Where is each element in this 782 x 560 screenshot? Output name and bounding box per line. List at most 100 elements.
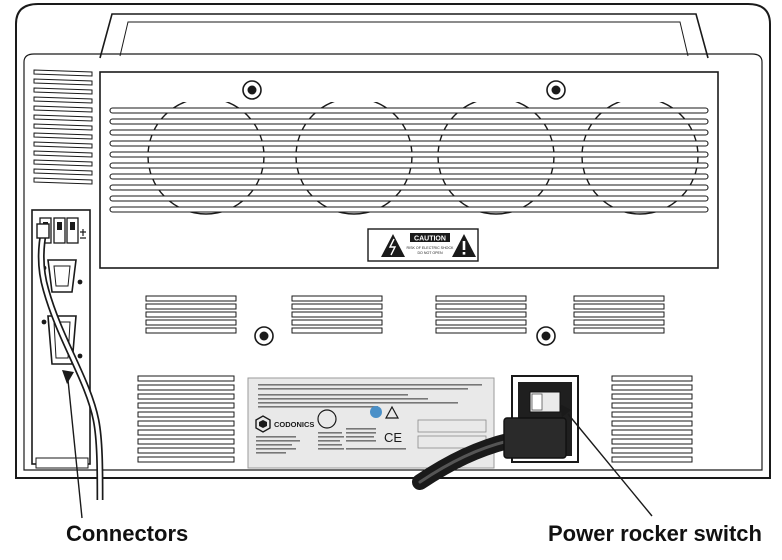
side-vent-fin <box>33 105 93 113</box>
vent-slot <box>291 319 383 326</box>
fine-print-line <box>256 436 296 438</box>
screw-center <box>259 331 269 341</box>
fine-print-line <box>256 440 300 442</box>
bottom-vent-grilles <box>137 375 693 463</box>
side-vent-fin <box>33 141 93 149</box>
top-rim <box>99 13 709 59</box>
brand-name: CODONICS <box>274 420 314 429</box>
side-vent-fin <box>33 87 93 95</box>
side-vent-fin <box>33 78 93 86</box>
fan-slat <box>109 140 709 147</box>
fine-print-line <box>346 440 376 442</box>
fine-print-line <box>258 402 458 404</box>
fan-slat <box>109 195 709 202</box>
caution-line-2: DO NOT OPEN <box>417 251 442 255</box>
vent-slot <box>611 384 693 391</box>
power-switch-leader <box>560 404 653 517</box>
vent-slot <box>145 327 237 334</box>
caution-label: CAUTION RISK OF ELECTRIC SHOCK DO NOT OP… <box>367 228 479 262</box>
vent-slot <box>145 311 237 318</box>
vent-slot <box>611 402 693 409</box>
fine-print-line <box>346 448 406 450</box>
vent-slot <box>435 303 527 310</box>
side-vent-fin <box>33 69 93 77</box>
fine-print-line <box>258 388 468 390</box>
fine-print-line <box>258 384 482 386</box>
fine-print-lines <box>256 384 482 454</box>
ce-mark-icon: CE <box>384 430 402 445</box>
power-plug <box>503 417 567 459</box>
fine-print-line <box>318 444 342 446</box>
lower-vent-grilles <box>145 295 665 334</box>
fan-slat <box>109 162 709 169</box>
fan-slat <box>109 151 709 158</box>
power-rocker-switch-callout: Power rocker switch <box>548 521 762 546</box>
top-rim-inner <box>119 21 689 57</box>
fine-print-line <box>258 394 408 396</box>
side-vent-fin <box>33 177 93 185</box>
vent-slot <box>435 327 527 334</box>
vent-slot <box>291 295 383 302</box>
fine-print-line <box>318 448 344 450</box>
fan-slat <box>109 118 709 125</box>
side-vent-fin <box>33 96 93 104</box>
vent-slot <box>137 375 235 382</box>
vent-slot <box>145 319 237 326</box>
vent-slot <box>573 303 665 310</box>
vent-slot <box>573 295 665 302</box>
fan-slat <box>109 107 709 114</box>
screws <box>242 80 566 346</box>
vent-slot <box>611 447 693 454</box>
vent-slot <box>291 303 383 310</box>
vent-slot <box>137 384 235 391</box>
side-vent-fin <box>33 168 93 176</box>
fine-print-line <box>256 452 286 454</box>
vent-slot <box>145 295 237 302</box>
caution-mark-icon <box>384 405 400 419</box>
usb-icon <box>80 229 86 239</box>
fine-print-line <box>256 448 296 450</box>
vent-slot <box>611 438 693 445</box>
vent-slot <box>137 429 235 436</box>
vent-slot <box>291 311 383 318</box>
fine-print-line <box>318 432 342 434</box>
exclamation-warning-icon <box>452 234 476 257</box>
side-vent-fins <box>33 69 93 185</box>
fine-print-line <box>318 436 344 438</box>
fan-slat <box>109 129 709 136</box>
vent-slot <box>611 420 693 427</box>
side-vent-fin <box>33 114 93 122</box>
fan-slat <box>109 184 709 191</box>
connector-panel-foot <box>35 457 89 469</box>
side-vent-fin <box>33 159 93 167</box>
screw-center <box>247 85 257 95</box>
vent-slot <box>137 402 235 409</box>
vent-slot <box>435 311 527 318</box>
codonics-logo-icon <box>255 415 271 433</box>
fine-print-line <box>318 440 340 442</box>
vent-slot <box>611 411 693 418</box>
side-vent-fin <box>33 123 93 131</box>
fine-print-line <box>258 398 428 400</box>
serial-number-field <box>417 419 487 433</box>
etl-mark-icon <box>317 409 337 429</box>
side-vent-fin <box>33 150 93 158</box>
side-vent-fin <box>33 132 93 140</box>
screw-center <box>541 331 551 341</box>
fda-mark-icon <box>370 406 382 418</box>
connectors-leader <box>62 370 83 519</box>
vent-slot <box>137 438 235 445</box>
fine-print-line <box>346 436 374 438</box>
regulatory-label: CODONICS CE <box>247 377 495 469</box>
vent-slot <box>573 327 665 334</box>
vent-slot <box>435 295 527 302</box>
fine-print-line <box>258 406 378 408</box>
fine-print-line <box>256 444 292 446</box>
vent-slot <box>145 303 237 310</box>
fan-slat <box>109 173 709 180</box>
vent-slot <box>611 393 693 400</box>
vent-slot <box>137 420 235 427</box>
network-plug <box>36 223 50 239</box>
